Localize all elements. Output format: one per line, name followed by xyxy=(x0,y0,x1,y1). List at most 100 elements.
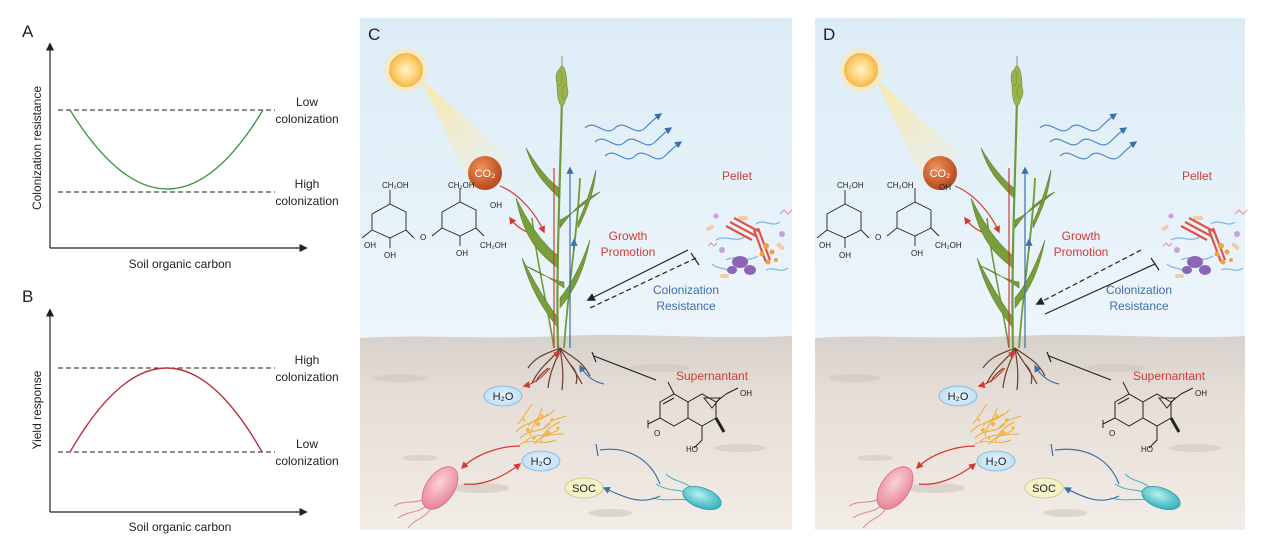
panel-b-top-label-line1: High xyxy=(295,353,320,367)
panel-a-bottom-label-line2: colonization xyxy=(275,194,338,208)
supernatant-inhibition xyxy=(1048,355,1112,381)
pellet-label: Pellet xyxy=(1182,169,1213,183)
growth-promotion-line2: Promotion xyxy=(1054,245,1109,259)
root-red-arrow xyxy=(977,367,1006,389)
sun-icon xyxy=(389,53,423,87)
panel-b-letter: B xyxy=(22,287,33,306)
sun-icon xyxy=(844,53,878,87)
panel-b-ylabel: Yield response xyxy=(30,370,44,449)
panel-c-soil xyxy=(360,334,792,530)
chem-label: OH xyxy=(740,389,752,398)
panel-b-bottom-label-line2: colonization xyxy=(275,454,338,468)
co2-molecule-icon xyxy=(468,156,502,190)
cyan-inhibition-line xyxy=(599,448,661,485)
colonization-resistance-line2: Resistance xyxy=(656,299,716,313)
chem-label: CH₂OH xyxy=(935,241,962,250)
cyan-soc-arrow xyxy=(602,487,661,501)
chem-label: O xyxy=(654,429,660,438)
chem-label: HO xyxy=(686,445,698,454)
colonization-resistance-line1: Colonization xyxy=(653,283,719,297)
colonization-resistance-line1: Colonization xyxy=(1106,283,1172,297)
panel-b-top-label-line2: colonization xyxy=(275,370,338,384)
chem-label: OH xyxy=(364,241,376,250)
h2o-bottom-label: H₂O xyxy=(986,456,1007,468)
co2-label: CO₂ xyxy=(475,168,496,180)
cyan-soc-arrow xyxy=(1063,487,1120,501)
panel-b-curve xyxy=(69,367,263,453)
panel-c-letter: C xyxy=(368,25,380,44)
h2o-bottom-label: H₂O xyxy=(531,456,552,468)
colonization-resistance-line2: Resistance xyxy=(1109,299,1169,313)
cyan-inhibition-bar xyxy=(595,443,599,457)
supernatant-label: Supernantant xyxy=(676,369,749,383)
pink-red-arrow-2 xyxy=(463,463,522,485)
co2-molecule-icon xyxy=(923,156,957,190)
root-blue-arrow xyxy=(579,364,605,385)
co2-arrow xyxy=(499,185,545,234)
h2o-top-bubble xyxy=(938,385,978,407)
soc-bubble xyxy=(1024,477,1064,499)
chem-label: OH xyxy=(911,249,923,258)
root-red-arrow xyxy=(522,367,551,389)
growth-promotion-line2: Promotion xyxy=(601,245,656,259)
inhibition-bar xyxy=(690,252,700,266)
panel-a-top-label-line2: colonization xyxy=(275,112,338,126)
panel-a-bottom-label-line1: High xyxy=(295,177,320,191)
soc-label: SOC xyxy=(572,483,596,495)
panel-a-ylabel: Colonization resistance xyxy=(30,86,44,210)
panel-d: D CO₂ CH₂OH OH OH O CH₂OH OH CH₂OH OH Pe… xyxy=(815,18,1249,530)
pellet-label: Pellet xyxy=(722,169,753,183)
panel-a-letter: A xyxy=(22,22,34,41)
growth-promotion-line1: Growth xyxy=(1062,229,1101,243)
chem-label: CH₂OH xyxy=(480,241,507,250)
inhibition-bar xyxy=(1150,257,1160,271)
chem-label: OH xyxy=(1195,389,1207,398)
supernatant-bar xyxy=(591,351,597,363)
pellet-solid-arrow xyxy=(586,249,689,301)
chem-label: OH xyxy=(939,183,951,192)
panel-b-bottom-label-line1: Low xyxy=(296,437,318,451)
sucrose-structure: CH₂OH OH OH O CH₂OH OH CH₂OH OH xyxy=(361,181,507,260)
chem-label: OH xyxy=(456,249,468,258)
panel-b-xlabel: Soil organic carbon xyxy=(129,520,232,534)
co2-arrow xyxy=(954,185,1000,234)
co2-label: CO₂ xyxy=(930,168,951,180)
h2o-top-label: H₂O xyxy=(493,391,514,403)
pink-red-arrow-1 xyxy=(460,445,521,470)
chem-label: OH xyxy=(384,251,396,260)
pellet-dashed-arrow xyxy=(1035,249,1142,305)
chem-label: O xyxy=(1109,429,1115,438)
cyan-inhibition-line xyxy=(1054,448,1120,485)
supernatant-bar xyxy=(1046,351,1052,363)
chem-label: O xyxy=(875,233,881,242)
chem-label: OH xyxy=(490,201,502,210)
cyan-inhibition-bar xyxy=(1050,443,1054,457)
chem-label: OH xyxy=(839,251,851,260)
supernatant-label: Supernantant xyxy=(1133,369,1206,383)
panel-a-curve xyxy=(69,109,264,190)
chem-label: CH₂OH xyxy=(382,181,409,190)
h2o-top-bubble xyxy=(483,385,523,407)
chem-label: CH₂OH xyxy=(887,181,914,190)
h2o-top-label: H₂O xyxy=(948,391,969,403)
pink-red-arrow-1 xyxy=(915,445,976,470)
pellet-solid-inhibition xyxy=(1044,263,1156,315)
growth-promotion-line1: Growth xyxy=(609,229,648,243)
chem-label: HO xyxy=(1141,445,1153,454)
panel-a-top-label-line1: Low xyxy=(296,95,318,109)
panel-a-xlabel: Soil organic carbon xyxy=(129,257,232,271)
soc-label: SOC xyxy=(1032,483,1056,495)
sucrose-structure: CH₂OH OH OH O CH₂OH OH CH₂OH OH xyxy=(816,181,962,260)
chem-label: O xyxy=(420,233,426,242)
h2o-bottom-bubble xyxy=(976,450,1016,472)
panel-a: A Colonization resistance Soil organic c… xyxy=(22,22,339,271)
panel-d-letter: D xyxy=(823,25,835,44)
panel-b: B Yield response Soil organic carbon Hig… xyxy=(22,287,339,534)
root-blue-arrow xyxy=(1034,364,1060,385)
pink-red-arrow-2 xyxy=(918,463,977,485)
supernatant-inhibition xyxy=(593,355,657,381)
chem-label: CH₂OH xyxy=(448,181,475,190)
panel-c: C CO₂ CH₂OH OH OH O CH₂OH OH CH₂OH OH xyxy=(360,18,794,530)
chem-label: CH₂OH xyxy=(837,181,864,190)
